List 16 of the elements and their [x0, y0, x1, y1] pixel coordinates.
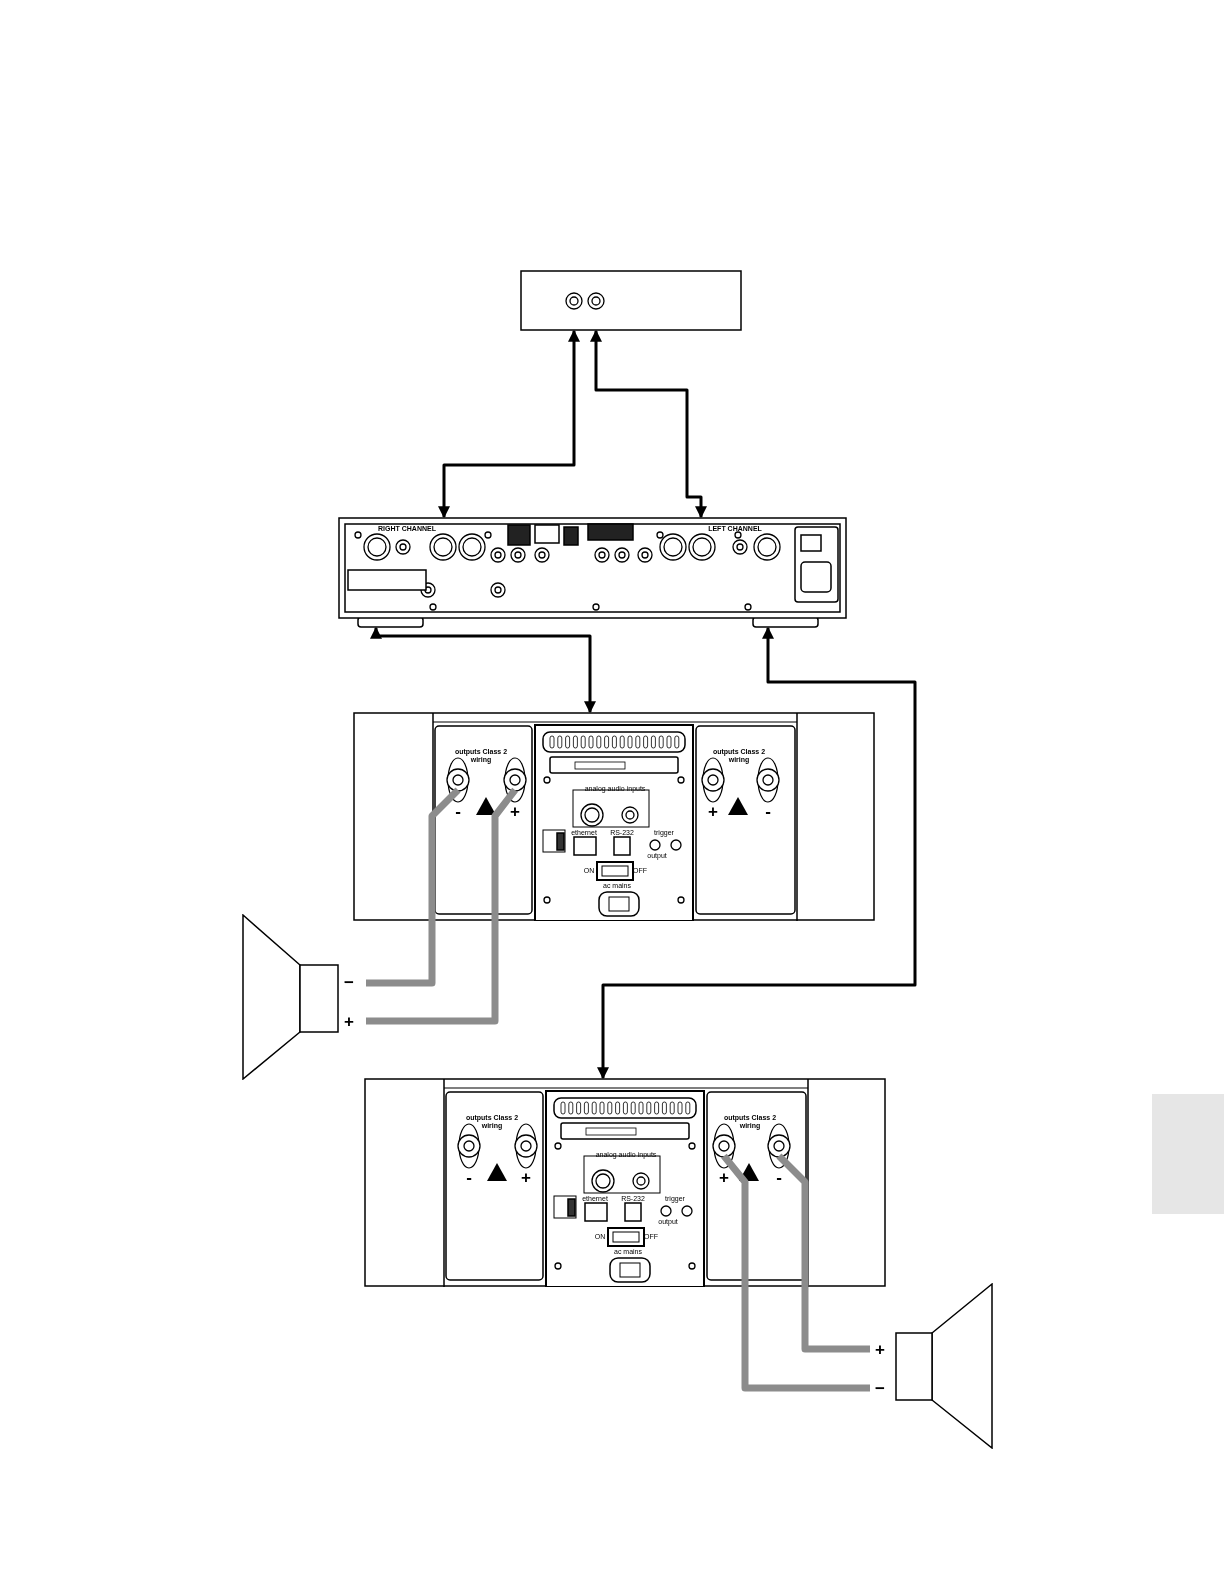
polarity-sign: -: [466, 1168, 472, 1186]
polarity-sign: +: [708, 802, 718, 820]
polarity-sign: +: [510, 802, 520, 820]
polarity-sign: +: [719, 1168, 729, 1186]
polarity-sign: −: [344, 973, 354, 991]
polarity-sign: +: [344, 1012, 354, 1030]
signal-cable-arrow: [590, 329, 707, 519]
polarity-sign: -: [776, 1168, 782, 1186]
signal-cable-arrow: [597, 626, 917, 1080]
signal-cable-arrow: [370, 626, 596, 714]
signal-cable-arrow: [438, 329, 580, 519]
polarity-sign: +: [521, 1168, 531, 1186]
polarity-sign: -: [765, 802, 771, 820]
polarity-sign: −: [875, 1379, 885, 1397]
polarity-sign: -: [455, 802, 461, 820]
polarity-sign: +: [875, 1340, 885, 1358]
